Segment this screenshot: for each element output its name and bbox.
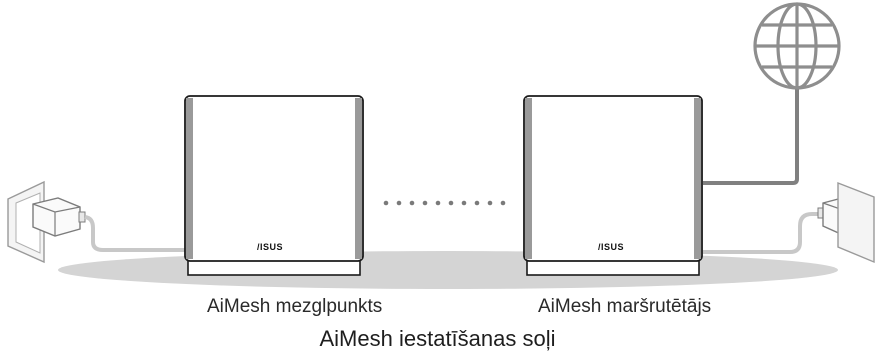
ground-shadow	[58, 251, 838, 289]
wireless-connection-dots	[383, 200, 506, 206]
internet-cable	[703, 88, 799, 185]
power-cable-right	[703, 212, 821, 254]
aimesh-node-device: /ISUS	[184, 95, 364, 276]
aimesh-router-device: /ISUS	[523, 95, 703, 276]
globe-icon	[753, 2, 841, 90]
node-caption: AiMesh mezglpunkts	[207, 296, 383, 317]
diagram-title: AiMesh iestatīšanas soļi	[319, 326, 556, 351]
power-cable-left	[84, 215, 188, 252]
wall-outlet-right	[837, 181, 875, 264]
wall-outlet-left	[7, 180, 45, 264]
router-caption: AiMesh maršrutētājs	[538, 296, 712, 317]
asus-logo-node: /ISUS	[257, 242, 283, 252]
asus-logo-router: /ISUS	[598, 242, 624, 252]
power-adapter-left	[32, 197, 86, 237]
